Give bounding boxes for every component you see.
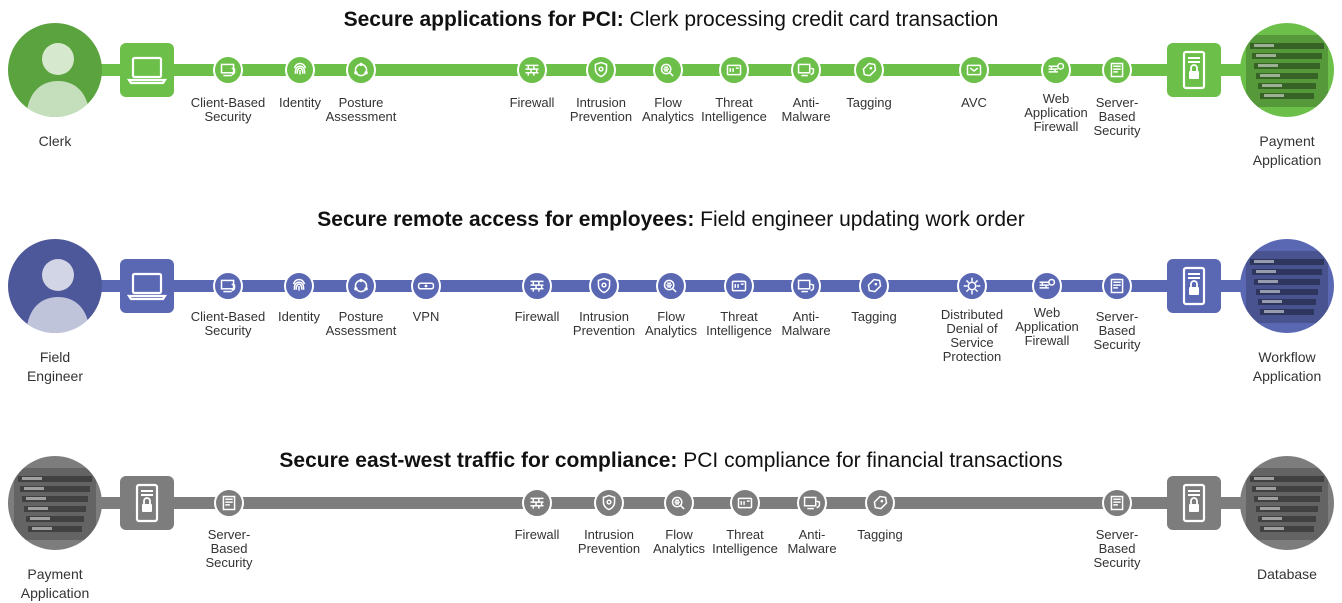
identity-icon [284,271,314,301]
firewall-icon [522,271,552,301]
control-label-threat-intel: Threat Intelligence [712,527,778,556]
control-label-firewall: Firewall [514,527,560,542]
flow-title-rest: Clerk processing credit card transaction [623,8,999,31]
control-label-anti-malware: Anti- Malware [781,95,831,124]
flow-title: Secure applications for PCI: Clerk proce… [0,8,1342,32]
left-endpoint-label: Clerk [38,133,72,149]
control-label-intrusion: Intrusion Prevention [572,309,636,338]
waf-icon [1032,271,1062,301]
client-security-icon [213,271,243,301]
right-endpoint-label: Payment Application [1252,133,1322,168]
flow-title-rest: PCI compliance for financial transaction… [677,449,1063,472]
flow-analytics-icon [653,55,683,85]
control-label-tagging: Tagging [851,309,897,324]
ddos-icon [957,271,987,301]
intrusion-icon [589,271,619,301]
flow-title-bold: Secure applications for PCI: [343,8,624,31]
flow-title-bold: Secure east-west traffic for compliance: [279,449,678,472]
control-label-avc: AVC [961,95,987,110]
avc-icon [959,55,989,85]
threat-intel-icon [724,271,754,301]
intrusion-icon [586,55,616,85]
control-label-vpn: VPN [412,309,440,324]
control-label-intrusion: Intrusion Prevention [577,527,641,556]
anti-malware-icon [791,271,821,301]
server-security-icon [214,488,244,518]
control-label-ddos: Distributed Denial of Service Protection [940,307,1004,364]
server-icon [1167,43,1221,97]
control-label-anti-malware: Anti- Malware [787,527,837,556]
control-label-flow-analytics: Flow Analytics [652,527,706,556]
server-security-icon [1102,271,1132,301]
control-label-firewall: Firewall [514,309,560,324]
intrusion-icon [594,488,624,518]
control-label-server-security: Server- Based Security [205,527,253,570]
control-label-client-security: Client-Based Security [190,95,266,124]
firewall-icon [517,55,547,85]
tagging-icon [854,55,884,85]
anti-malware-icon [797,488,827,518]
threat-intel-icon [730,488,760,518]
control-label-intrusion: Intrusion Prevention [569,95,633,124]
flow-title-rest: Field engineer updating work order [694,208,1025,231]
laptop-icon [120,259,174,313]
control-label-identity: Identity [279,95,321,110]
control-label-posture: Posture Assessment [325,95,397,124]
firewall-icon [522,488,552,518]
control-label-flow-analytics: Flow Analytics [644,309,698,338]
server-security-icon [1102,55,1132,85]
left-endpoint-label: Field Engineer [26,349,84,384]
control-label-posture: Posture Assessment [325,309,397,338]
tagging-icon [859,271,889,301]
flow-title: Secure remote access for employees: Fiel… [0,208,1342,232]
control-label-client-security: Client-Based Security [190,309,266,338]
vpn-icon [411,271,441,301]
control-label-server-security: Server- Based Security [1093,95,1141,138]
posture-icon [346,55,376,85]
flow-analytics-icon [664,488,694,518]
threat-intel-icon [719,55,749,85]
tagging-icon [865,488,895,518]
control-label-tagging: Tagging [846,95,892,110]
left-endpoint-label: Payment Application [20,566,90,601]
server-icon [1167,259,1221,313]
control-label-anti-malware: Anti- Malware [781,309,831,338]
laptop-icon [120,43,174,97]
server-security-icon [1102,488,1132,518]
control-label-threat-intel: Threat Intelligence [701,95,767,124]
server-rack-photo [8,456,102,550]
server-rack-photo [1240,456,1334,550]
control-label-server-security: Server- Based Security [1093,309,1141,352]
user-photo [8,23,102,117]
right-endpoint-label: Database [1257,566,1317,582]
anti-malware-icon [791,55,821,85]
posture-icon [346,271,376,301]
right-endpoint-label: Workflow Application [1252,349,1322,384]
client-security-icon [213,55,243,85]
control-label-waf: Web Application Firewall [1024,91,1088,134]
server-rack-photo [1240,23,1334,117]
control-label-tagging: Tagging [857,527,903,542]
server-icon [120,476,174,530]
flow-analytics-icon [656,271,686,301]
control-label-firewall: Firewall [509,95,555,110]
control-label-identity: Identity [278,309,320,324]
server-rack-photo [1240,239,1334,333]
control-label-server-security: Server- Based Security [1093,527,1141,570]
control-label-flow-analytics: Flow Analytics [641,95,695,124]
user-photo [8,239,102,333]
control-label-threat-intel: Threat Intelligence [706,309,772,338]
server-icon [1167,476,1221,530]
flow-title: Secure east-west traffic for compliance:… [0,449,1342,473]
identity-icon [285,55,315,85]
flow-title-bold: Secure remote access for employees: [317,208,695,231]
waf-icon [1041,55,1071,85]
control-label-waf: Web Application Firewall [1015,305,1079,348]
